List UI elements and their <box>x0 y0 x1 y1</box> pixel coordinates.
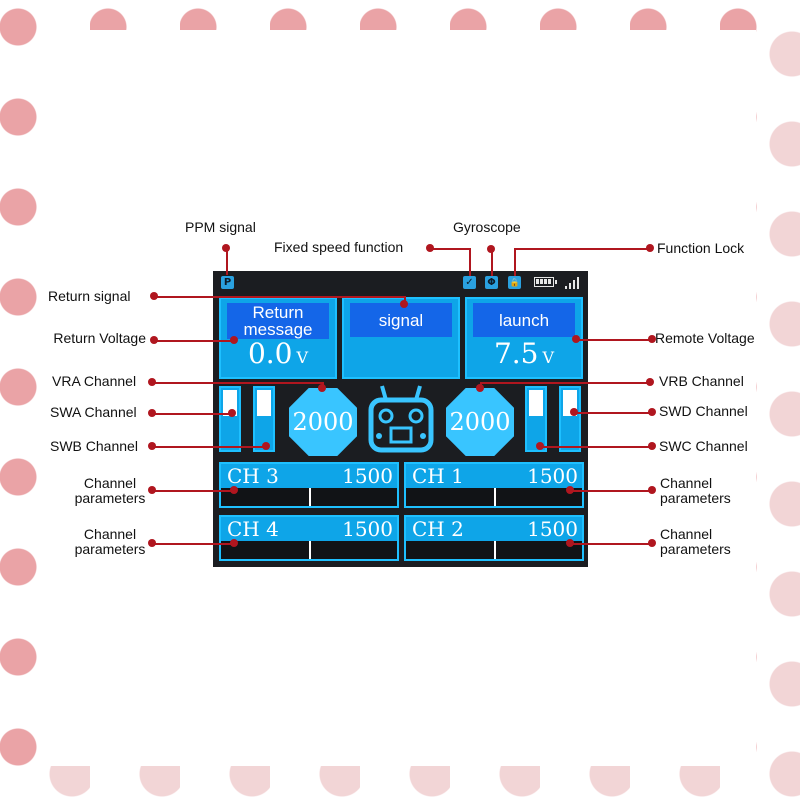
swb-switch <box>253 386 275 452</box>
swc-switch <box>525 386 547 452</box>
label-channel-params-l1: Channel parameters <box>74 475 146 506</box>
label-function-lock: Function Lock <box>657 241 745 256</box>
return-message-title: Return message <box>227 303 329 339</box>
signal-panel: signal <box>342 297 460 379</box>
label-remote-voltage: Remote Voltage <box>655 331 755 346</box>
label-vra-channel: VRA Channel <box>52 373 137 389</box>
vrb-dial: 2000 <box>446 388 514 456</box>
label-ppm-signal: PPM signal <box>185 219 256 235</box>
signal-title: signal <box>350 303 452 337</box>
label-gyroscope: Gyroscope <box>453 219 521 235</box>
label-channel-params-l2: Channel parameters <box>74 526 146 557</box>
remote-controller-icon <box>368 385 434 453</box>
vra-dial: 2000 <box>289 388 357 456</box>
label-fixed-speed: Fixed speed function <box>274 239 404 255</box>
lock-icon: 🔒 <box>508 276 521 289</box>
ppm-icon: P <box>221 276 234 289</box>
status-bar: P ✓ Φ 🔒 <box>213 271 588 293</box>
battery-icon <box>534 277 557 287</box>
signal-strength-icon <box>565 277 583 289</box>
label-return-voltage: Return Voltage <box>53 331 146 346</box>
swa-switch <box>219 386 241 452</box>
label-swd-channel: SWD Channel <box>659 403 748 419</box>
label-swc-channel: SWC Channel <box>659 438 748 454</box>
fixed-speed-icon: ✓ <box>463 276 476 289</box>
label-swb-channel: SWB Channel <box>50 438 138 454</box>
label-channel-params-r2: Channel parameters <box>660 526 731 557</box>
launch-title: launch <box>473 303 575 337</box>
label-return-signal: Return signal <box>48 288 131 304</box>
label-vrb-channel: VRB Channel <box>659 373 744 389</box>
label-swa-channel: SWA Channel <box>50 404 137 420</box>
gyroscope-icon: Φ <box>485 276 498 289</box>
label-channel-params-r1: Channel parameters <box>660 475 731 506</box>
swd-switch <box>559 386 581 452</box>
